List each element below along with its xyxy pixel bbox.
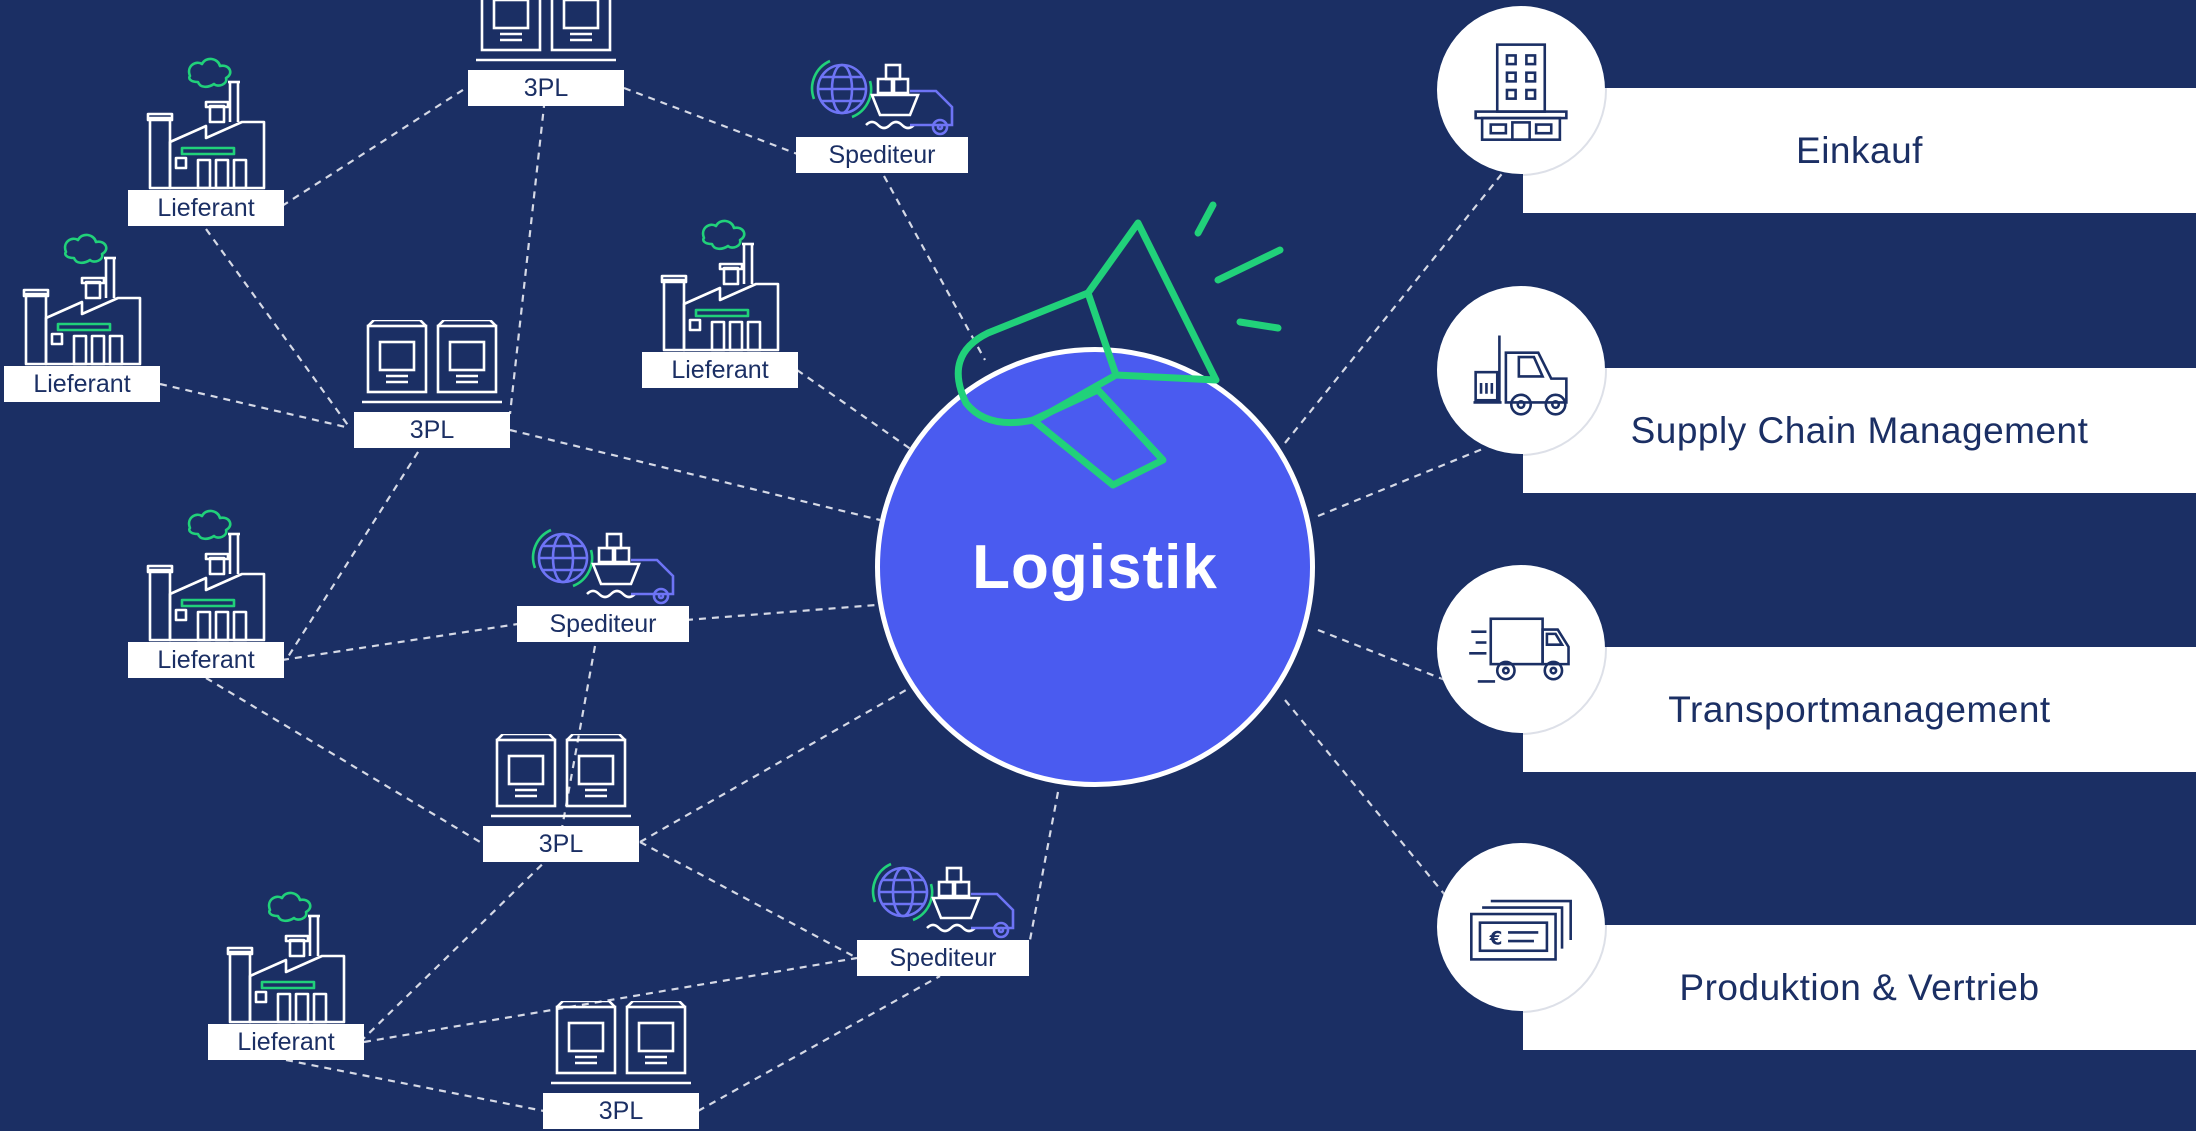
factory-icon — [660, 214, 780, 354]
department-bar: Produktion & Vertrieb — [1523, 925, 2196, 1050]
3pl-label: 3PL — [468, 70, 624, 106]
hub-title: Logistik — [972, 532, 1218, 602]
forwarder-label: Spediteur — [857, 940, 1029, 976]
connection-line — [1284, 699, 1446, 896]
connection-line — [623, 86, 801, 157]
factory-icon — [146, 52, 266, 192]
forklift-icon — [1473, 335, 1568, 416]
3pl-label: 3PL — [354, 412, 510, 448]
department-label: Transportmanagement — [1668, 688, 2051, 730]
connection-line — [205, 228, 351, 429]
connection-line — [205, 677, 481, 843]
megaphone-icon — [954, 201, 1284, 489]
connection-line — [560, 645, 597, 829]
globe-ship-truck-icon — [867, 848, 1019, 940]
department-bar: Einkauf — [1523, 88, 2196, 213]
connection-line — [159, 382, 351, 430]
connection-line — [1028, 791, 1060, 941]
svg-text:€: € — [1489, 928, 1503, 949]
department-icon-disc — [1437, 6, 1605, 174]
3pl-label: 3PL — [543, 1093, 699, 1129]
supplier-label: Lieferant — [208, 1024, 364, 1060]
factory-icon — [226, 886, 346, 1026]
connection-line — [363, 956, 858, 1044]
connection-line — [639, 689, 907, 843]
connection-line — [285, 1058, 545, 1113]
3pl-label: 3PL — [483, 826, 639, 862]
delivery-truck-icon — [1469, 617, 1570, 683]
department-label: Supply Chain Management — [1630, 409, 2089, 451]
connection-line — [796, 369, 913, 451]
connection-line — [1317, 628, 1446, 682]
warehouse-icon — [362, 320, 502, 412]
connection-line — [508, 87, 548, 415]
connection-line — [285, 429, 433, 661]
supplier-label: Lieferant — [642, 352, 798, 388]
department-icon-disc — [1437, 565, 1605, 733]
office-building-icon — [1474, 43, 1568, 141]
department-bar: Transportmanagement — [1523, 647, 2196, 772]
logistics-hub: Logistik — [875, 347, 1315, 787]
department-icon-disc: € — [1437, 843, 1605, 1011]
forwarder-label: Spediteur — [796, 137, 968, 173]
supplier-label: Lieferant — [4, 366, 160, 402]
connection-line — [883, 175, 986, 361]
globe-ship-truck-icon — [527, 514, 679, 606]
connection-line — [281, 87, 467, 207]
supplier-label: Lieferant — [128, 190, 284, 226]
connection-line — [639, 841, 858, 959]
department-icon-disc — [1437, 286, 1605, 454]
forwarder-label: Spediteur — [517, 606, 689, 642]
warehouse-icon — [491, 734, 631, 826]
department-bar: Supply Chain Management — [1523, 368, 2196, 493]
warehouse-icon — [476, 0, 616, 70]
connection-line — [1284, 169, 1506, 444]
factory-icon — [22, 228, 142, 368]
connection-line — [697, 975, 941, 1112]
connection-line — [281, 622, 519, 662]
supplier-label: Lieferant — [128, 642, 284, 678]
connection-line — [509, 428, 881, 522]
connection-line — [685, 603, 877, 622]
factory-icon — [146, 504, 266, 644]
department-label: Einkauf — [1796, 129, 1923, 171]
globe-ship-truck-icon — [806, 45, 958, 137]
euro-banknote-icon: € — [1470, 899, 1572, 961]
warehouse-icon — [551, 1001, 691, 1093]
department-label: Produktion & Vertrieb — [1679, 966, 2040, 1008]
connection-line — [1317, 446, 1486, 518]
